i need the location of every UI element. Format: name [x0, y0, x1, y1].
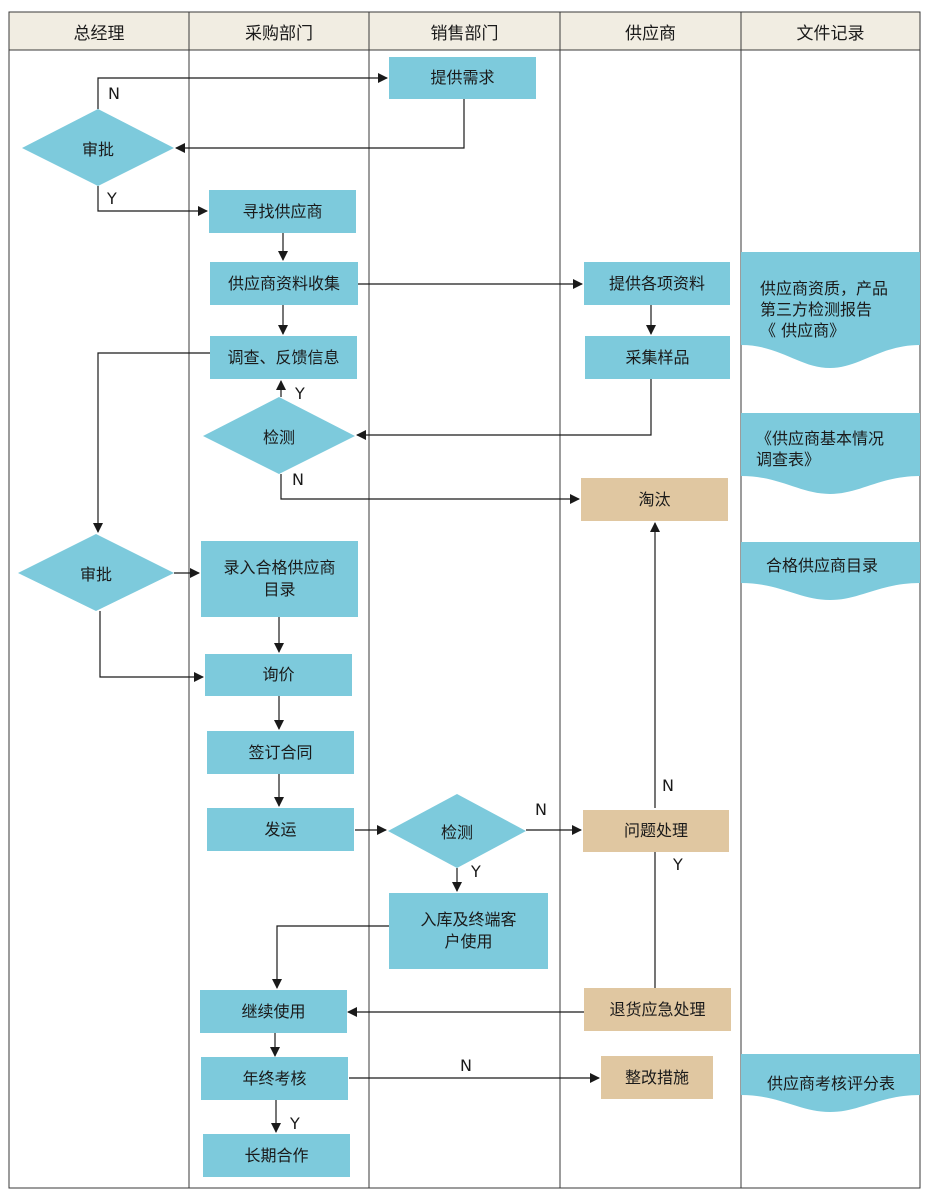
lane-header-sales: 销售部门 [430, 23, 499, 44]
node-return-emergency: 退货应急处理 [584, 988, 731, 1031]
node-approve-1: 审批 [81, 140, 114, 159]
node-survey-feedback: 调查、反馈信息 [210, 336, 357, 379]
document-supplier-qualification: 供应商资质，产品 第三方检测报告 《 供应商》 [760, 278, 920, 341]
document-shape-2 [741, 413, 920, 494]
edge-samples-to-inspect1 [356, 379, 652, 440]
document-shape-3 [741, 542, 920, 600]
edge-label-inspect1-no: N [292, 470, 304, 489]
edge-label-issue-yes: Y [673, 855, 683, 874]
edge-demand-to-approve1 [175, 99, 465, 153]
approve-diamond-2 [18, 534, 174, 611]
edge-survey-to-approve2 [93, 352, 210, 533]
node-collect-info: 供应商资料收集 [210, 262, 358, 305]
document-line: 第三方检测报告 [760, 300, 873, 319]
edge-label-inspect2-yes: Y [471, 862, 481, 881]
node-issue-handling: 问题处理 [583, 810, 729, 852]
document-shape-1 [741, 252, 920, 368]
node-sign-contract: 签订合同 [207, 731, 354, 774]
edge-inspect1-to-eliminate [280, 474, 580, 504]
node-inquiry: 询价 [205, 654, 352, 696]
inspect-diamond-1 [203, 397, 355, 474]
edge-label-inspect2-no: N [535, 800, 547, 819]
edge-approve1-to-demand [97, 73, 388, 109]
document-line: 《供应商基本情况 [756, 429, 885, 448]
node-inspect-2: 检测 [440, 823, 473, 842]
node-provide-materials: 提供各项资料 [584, 262, 730, 305]
document-supplier-evaluation-form: 供应商考核评分表 [767, 1074, 896, 1093]
lane-header-purchasing: 采购部门 [245, 23, 313, 44]
lane-frame [8, 11, 921, 1189]
edge-approve2-to-inquiry [99, 611, 204, 682]
edge-approve1-to-find [97, 186, 208, 216]
node-ship: 发运 [207, 808, 354, 851]
document-qualified-supplier-list: 合格供应商目录 [766, 556, 879, 575]
node-eliminate: 淘汰 [581, 478, 728, 521]
edge-warehousing-to-continue [272, 925, 389, 989]
node-warehousing-client-use: 入库及终端客户使用 [389, 893, 548, 969]
edge-label-review-yes: Y [290, 1114, 300, 1133]
edge-label-approve1-yes: Y [107, 189, 117, 208]
node-find-supplier: 寻找供应商 [209, 190, 356, 233]
edge-label-issue-no: N [662, 776, 674, 795]
lane-header-supplier: 供应商 [625, 23, 676, 44]
node-enter-qualified-list: 录入合格供应商目录 [201, 541, 358, 617]
lane-header-documents: 文件记录 [796, 23, 865, 44]
document-line: 《 供应商》 [760, 321, 846, 340]
node-continue-use: 继续使用 [200, 990, 347, 1033]
document-shape-4 [741, 1054, 920, 1112]
edge-label-review-no: N [460, 1056, 472, 1075]
node-approve-2: 审批 [79, 565, 112, 584]
edge-label-inspect1-yes: Y [295, 384, 305, 403]
node-provide-demand: 提供需求 [389, 57, 536, 99]
document-line: 供应商资质，产品 [760, 279, 889, 298]
approve-diamond-1 [22, 109, 174, 186]
node-annual-review: 年终考核 [201, 1057, 348, 1100]
document-supplier-survey-form: 《供应商基本情况 调查表》 [756, 428, 918, 470]
node-rectify: 整改措施 [601, 1056, 713, 1099]
node-inspect-1: 检测 [262, 428, 295, 447]
node-collect-samples: 采集样品 [585, 336, 730, 379]
lane-header-general-manager: 总经理 [73, 23, 125, 44]
document-line: 调查表》 [756, 450, 821, 469]
node-long-term: 长期合作 [203, 1134, 350, 1177]
edge-label-approve1-no: N [108, 84, 120, 103]
inspect-diamond-2 [388, 794, 526, 868]
lane-header-bar [9, 12, 920, 50]
